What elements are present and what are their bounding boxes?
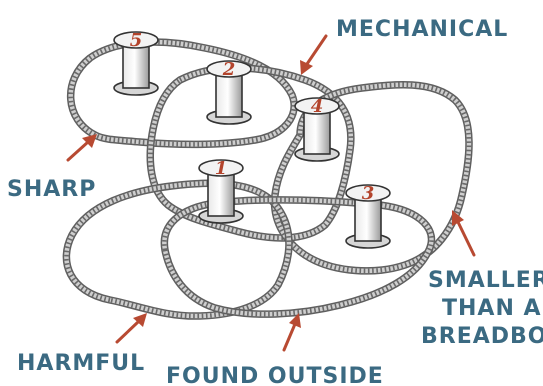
rope-loop-sharp xyxy=(66,38,298,149)
spool-4: 4 xyxy=(294,96,340,162)
spool-number: 3 xyxy=(362,183,375,204)
spool-number: 5 xyxy=(130,30,143,51)
label-harmful: HARMFUL xyxy=(17,351,145,376)
rope-loop-smaller-than-breadbox xyxy=(270,81,473,275)
label-smaller-line2: THAN A xyxy=(442,296,542,321)
label-smaller-line1: SMALLER xyxy=(428,268,543,293)
labels: MECHANICAL SHARP HARMFUL FOUND OUTSIDE S… xyxy=(7,17,543,386)
spool-number: 2 xyxy=(222,59,236,80)
label-smaller-line3: BREADBOX xyxy=(421,324,543,349)
rope-loop-mechanical xyxy=(146,64,355,242)
spool-1: 1 xyxy=(198,158,244,224)
spools: 5 2 4 1 3 xyxy=(113,30,391,249)
arrow-found-outside xyxy=(282,313,301,352)
spool-2: 2 xyxy=(206,59,252,125)
label-mechanical: MECHANICAL xyxy=(336,17,508,42)
label-sharp: SHARP xyxy=(7,177,96,202)
spool-number: 4 xyxy=(311,96,324,117)
spool-5: 5 xyxy=(113,30,159,96)
arrow-harmful xyxy=(115,313,147,344)
label-found-outside: FOUND OUTSIDE xyxy=(166,364,384,386)
arrow-sharp xyxy=(66,134,97,162)
arrow-smaller-than-breadbox xyxy=(452,210,476,257)
rope-loops xyxy=(62,38,473,320)
spool-3: 3 xyxy=(345,183,391,249)
arrow-mechanical xyxy=(300,34,328,75)
spool-number: 1 xyxy=(215,158,228,179)
arrows xyxy=(66,34,476,352)
